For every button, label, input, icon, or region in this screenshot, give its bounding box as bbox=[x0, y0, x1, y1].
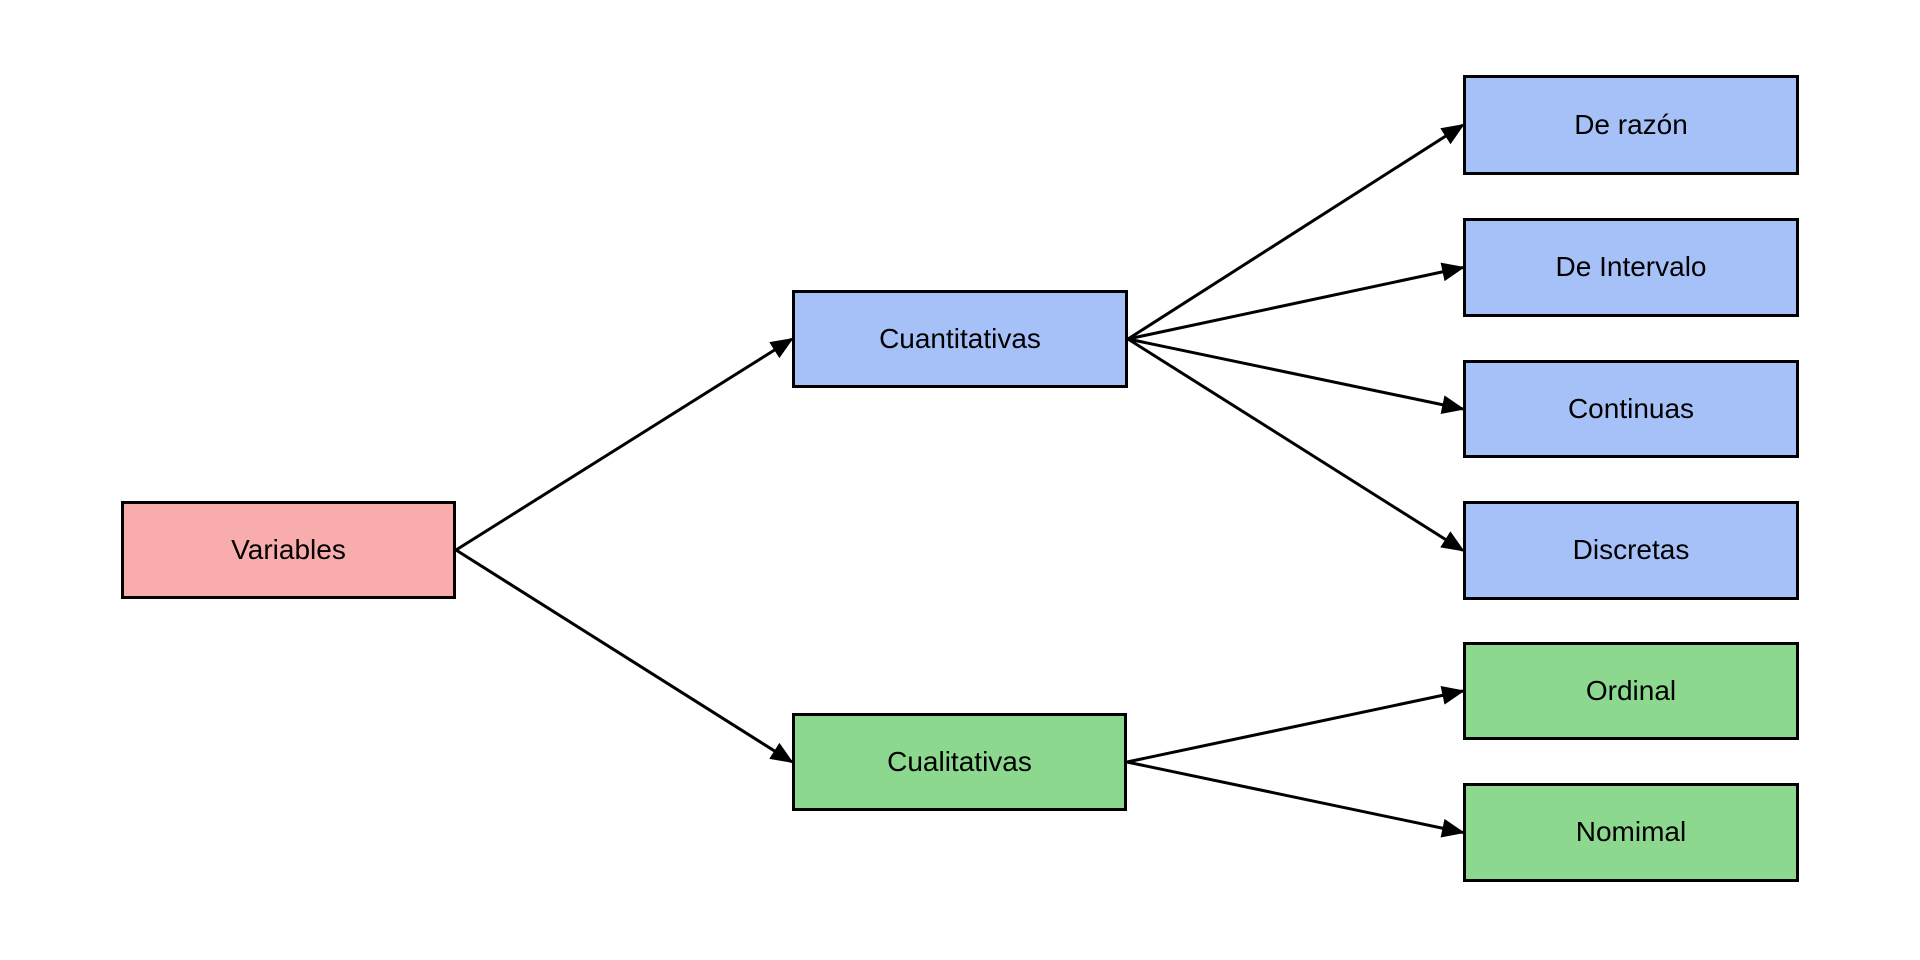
edge-cuantitativas-de-intervalo bbox=[1127, 262, 1465, 341]
node-variables: Variables bbox=[121, 501, 456, 599]
edge-cualitativas-nomimal bbox=[1126, 760, 1465, 838]
edge-cualitativas-ordinal bbox=[1126, 686, 1465, 764]
node-label: De Intervalo bbox=[1555, 251, 1707, 283]
edge-cuantitativas-continuas bbox=[1127, 337, 1465, 415]
node-label: Variables bbox=[231, 533, 346, 565]
node-label: Cualitativas bbox=[887, 745, 1032, 777]
node-label: Discretas bbox=[1572, 534, 1690, 566]
edge-variables-cuantitativas bbox=[455, 337, 794, 552]
edge-variables-cualitativas bbox=[455, 548, 794, 764]
node-de-intervalo: De Intervalo bbox=[1463, 218, 1799, 317]
node-nomimal: Nomimal bbox=[1463, 783, 1799, 882]
edge-cuantitativas-discretas bbox=[1127, 337, 1465, 552]
node-label: Continuas bbox=[1567, 392, 1695, 424]
node-de-razon: De razón bbox=[1463, 75, 1799, 175]
node-label: De razón bbox=[1574, 108, 1688, 140]
node-ordinal: Ordinal bbox=[1463, 642, 1799, 740]
node-continuas: Continuas bbox=[1463, 360, 1799, 458]
node-cualitativas: Cualitativas bbox=[792, 713, 1127, 811]
node-label: Ordinal bbox=[1585, 674, 1677, 706]
node-label: Nomimal bbox=[1575, 816, 1687, 848]
node-discretas: Discretas bbox=[1463, 501, 1799, 600]
node-cuantitativas: Cuantitativas bbox=[792, 290, 1128, 388]
node-label: Cuantitativas bbox=[879, 322, 1041, 354]
edge-cuantitativas-de-razon bbox=[1127, 123, 1465, 341]
